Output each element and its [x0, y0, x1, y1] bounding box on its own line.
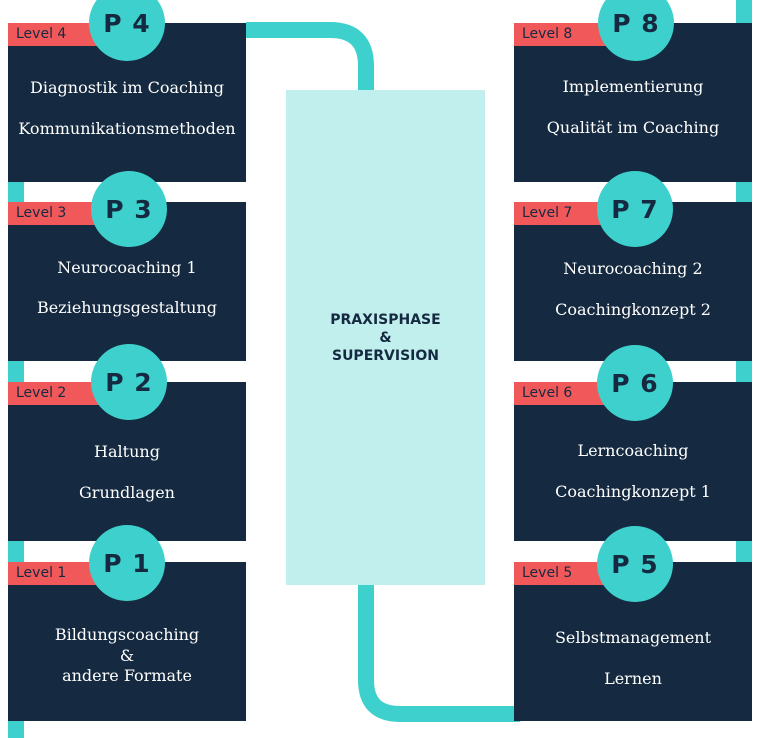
- center-line-2: &: [379, 329, 392, 346]
- badge-p3: P 3: [91, 171, 167, 247]
- module-line: Neurocoaching 2: [563, 259, 703, 278]
- badge-p5: P 5: [597, 526, 673, 602]
- module-card-p7: Level 7 Neurocoaching 2 Coachingkonzept …: [514, 202, 752, 361]
- module-line: Implementierung: [562, 77, 704, 96]
- level-label: Level 4: [8, 23, 113, 46]
- module-line: Haltung: [94, 442, 160, 461]
- module-line: Lernen: [604, 669, 662, 688]
- module-line: Selbstmanagement: [554, 628, 712, 647]
- praxisphase-box: PRAXISPHASE & SUPERVISION: [286, 90, 485, 585]
- module-line: Beziehungsgestaltung: [37, 298, 217, 317]
- module-line: Qualität im Coaching: [546, 118, 720, 137]
- badge-p7: P 7: [597, 171, 673, 247]
- level-label: Level 1: [8, 562, 113, 585]
- module-line: Coachingkonzept 2: [555, 300, 711, 319]
- level-label: Level 5: [514, 562, 619, 585]
- badge-p8: P 8: [598, 0, 674, 61]
- module-line: Diagnostik im Coaching: [30, 78, 224, 97]
- module-card-p3: Level 3 Neurocoaching 1 Beziehungsgestal…: [8, 202, 246, 361]
- badge-p4: P 4: [89, 0, 165, 61]
- module-line: Lerncoaching: [577, 441, 689, 460]
- badge-p6: P 6: [597, 345, 673, 421]
- badge-p2: P 2: [91, 344, 167, 420]
- level-label: Level 6: [514, 382, 619, 405]
- module-line: Grundlagen: [79, 483, 175, 502]
- module-line: Bildungscoaching: [54, 625, 200, 644]
- level-label: Level 2: [8, 382, 113, 405]
- module-line: &: [119, 646, 135, 665]
- center-line-1: PRAXISPHASE: [330, 311, 441, 328]
- module-line: Neurocoaching 1: [57, 258, 197, 277]
- module-line: Coachingkonzept 1: [555, 482, 711, 501]
- module-line: andere Formate: [62, 666, 192, 685]
- center-line-3: SUPERVISION: [331, 347, 439, 364]
- level-label: Level 8: [514, 23, 619, 46]
- badge-p1: P 1: [89, 525, 165, 601]
- module-line: Kommunikationsmethoden: [18, 119, 236, 138]
- level-label: Level 3: [8, 202, 113, 225]
- level-label: Level 7: [514, 202, 619, 225]
